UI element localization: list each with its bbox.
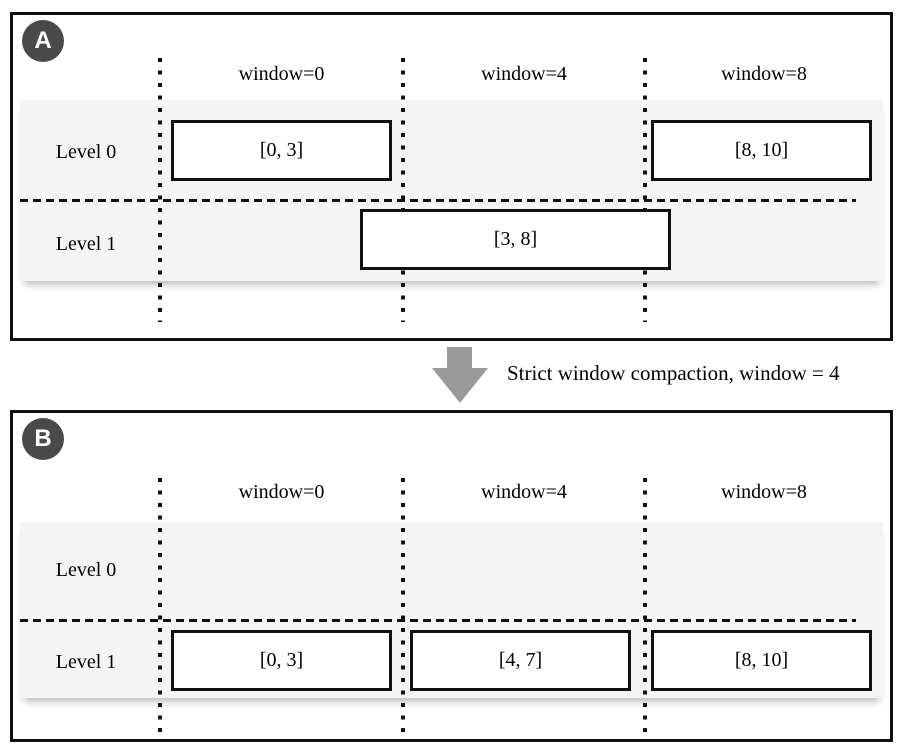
interval-box: [8, 10] — [651, 630, 872, 691]
interval-box: [8, 10] — [651, 120, 872, 181]
down-arrow-icon — [432, 368, 488, 403]
panel-b-badge: B — [22, 418, 64, 460]
level-divider-dashed-line — [20, 199, 856, 202]
row-label-level-0: Level 0 — [55, 559, 117, 581]
column-label-window-0: window=0 — [238, 481, 325, 503]
window-boundary-dotted-line — [158, 58, 162, 322]
panel-a-badge: A — [22, 20, 64, 62]
column-label-window-4: window=4 — [481, 63, 567, 85]
window-boundary-dotted-line — [401, 478, 405, 740]
interval-box: [0, 3] — [171, 630, 392, 691]
column-label-window-8: window=8 — [721, 63, 807, 85]
row-label-level-0: Level 0 — [55, 141, 117, 163]
row-label-level-1: Level 1 — [55, 233, 117, 255]
window-boundary-dotted-line — [643, 58, 647, 322]
window-boundary-dotted-line — [401, 58, 405, 322]
transition-label: Strict window compaction, window = 4 — [507, 361, 840, 385]
window-boundary-dotted-line — [158, 478, 162, 740]
interval-box: [3, 8] — [360, 209, 671, 270]
window-boundary-dotted-line — [643, 478, 647, 740]
row-label-level-1: Level 1 — [55, 651, 117, 673]
interval-box: [4, 7] — [410, 630, 631, 691]
panel-a: A window=0 window=4 window=8 Level 0 Lev… — [10, 12, 893, 341]
panel-b: B window=0 window=4 window=8 Level 0 Lev… — [10, 410, 893, 742]
level-divider-dashed-line — [20, 619, 856, 622]
column-label-window-4: window=4 — [481, 481, 567, 503]
down-arrow-icon — [447, 347, 472, 369]
column-label-window-0: window=0 — [238, 63, 325, 85]
interval-box: [0, 3] — [171, 120, 392, 181]
column-label-window-8: window=8 — [721, 481, 807, 503]
